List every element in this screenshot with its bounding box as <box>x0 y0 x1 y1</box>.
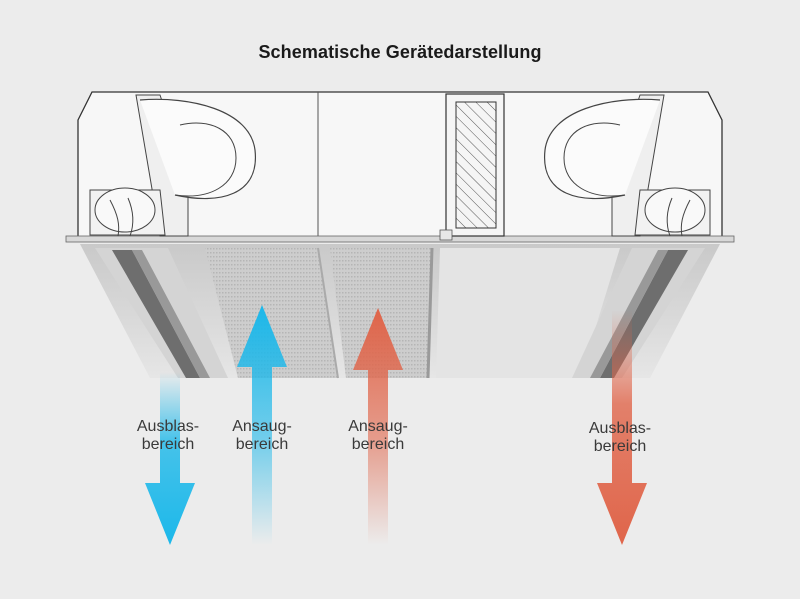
zone-label-line1: Ausblas- <box>588 420 652 437</box>
zone-label-left-outlet: Ausblas- bereich <box>128 418 208 454</box>
right-fan <box>544 94 711 237</box>
zone-label-left-inlet: Ansaug- bereich <box>222 418 302 454</box>
zone-label-right-inlet: Ansaug- bereich <box>338 418 418 454</box>
zone-label-line1: Ansaug- <box>348 418 408 435</box>
airflow-arrows <box>145 305 647 545</box>
left-fan <box>89 94 256 237</box>
zone-label-right-outlet: Ausblas- bereich <box>580 420 660 456</box>
zone-label-line1: Ausblas- <box>136 418 200 435</box>
zone-label-line2: bereich <box>141 436 195 453</box>
zone-label-line1: Ansaug- <box>232 418 292 435</box>
arrow-right-inlet-icon <box>353 308 403 545</box>
zone-label-line2: bereich <box>351 436 405 453</box>
zone-label-line2: bereich <box>593 438 647 455</box>
page-title: Schematische Gerätedarstellung <box>258 42 542 62</box>
ceiling-panel <box>80 244 720 379</box>
arrow-left-inlet-icon <box>237 305 287 545</box>
zone-label-line2: bereich <box>235 436 289 453</box>
arrow-right-outlet-icon <box>597 310 647 545</box>
filter-element <box>439 93 505 241</box>
arrow-left-outlet-icon <box>145 372 195 545</box>
